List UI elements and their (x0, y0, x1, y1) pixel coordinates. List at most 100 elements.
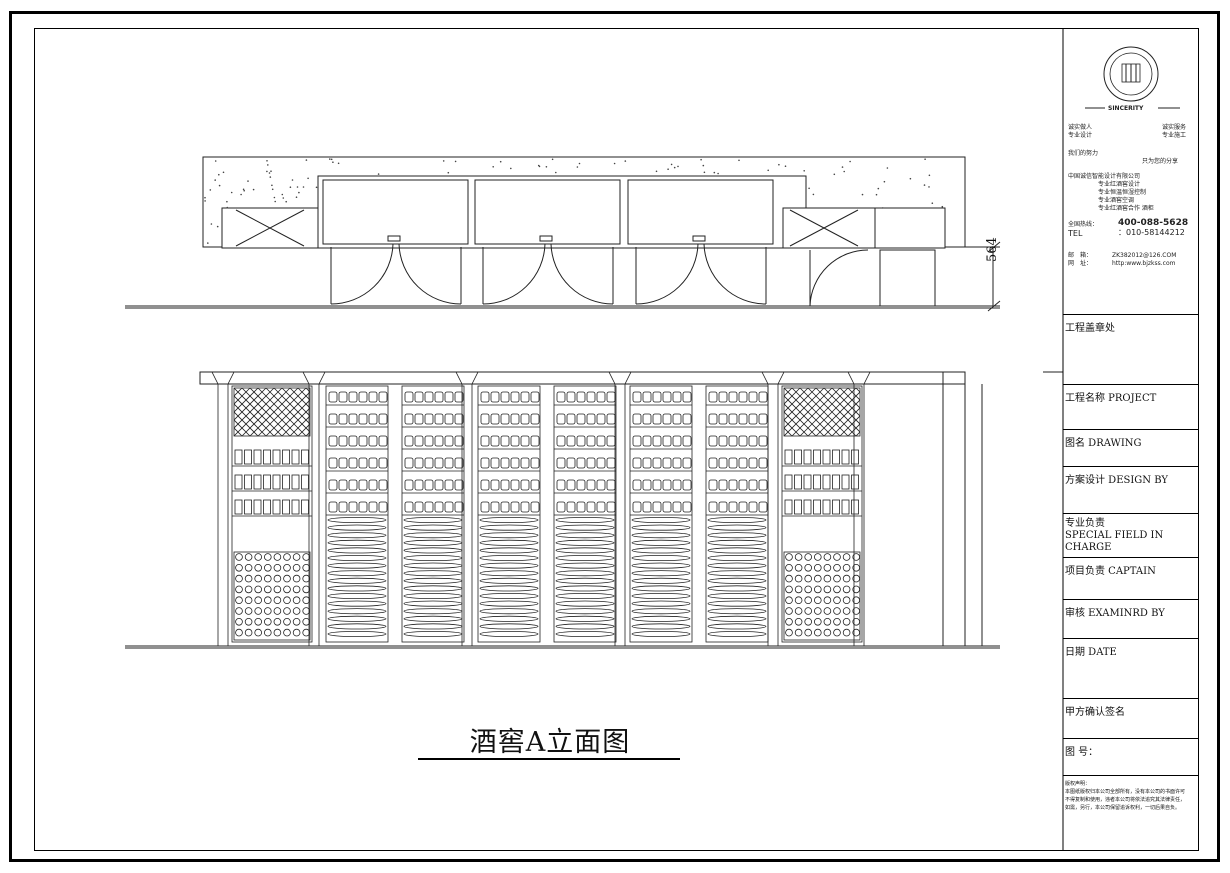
bottle-face (358, 435, 368, 447)
brand-name: SINCERITY (1108, 105, 1144, 112)
side-grid-cell (273, 574, 282, 583)
tel-label: TEL (1068, 229, 1083, 238)
side-grid-cell (813, 596, 822, 604)
door-swing-right-2 (550, 243, 614, 305)
side-grid (233, 551, 311, 641)
hatch-dot (377, 173, 380, 175)
bottle-face (414, 435, 424, 447)
side-grid-cell (235, 596, 243, 604)
side-grid-cell (283, 596, 291, 604)
bottle-face (404, 457, 414, 469)
side-grid-cell (244, 628, 253, 637)
client-sign-label: 甲方确认签名 (1065, 707, 1125, 718)
side-bottle (272, 449, 281, 465)
side-grid-cell (292, 574, 301, 583)
bottle-row (707, 631, 767, 638)
bottle-face (672, 413, 682, 425)
bottle-row (555, 562, 615, 569)
side-grid-cell (813, 628, 822, 637)
side-bottle (253, 474, 262, 490)
side-bottle (253, 499, 262, 515)
drawing-no-label: 图 号： (1065, 747, 1099, 758)
bottle-face (378, 479, 388, 491)
side-grid-cell (292, 563, 301, 572)
bottle-row (555, 623, 615, 630)
hatch-dot (738, 159, 740, 162)
side-grid-cell (292, 628, 301, 637)
bottle-face (490, 457, 500, 469)
bottle-face (708, 435, 718, 447)
bottle-face (556, 435, 566, 447)
bottle-face (728, 479, 738, 491)
bottle-face (652, 457, 662, 469)
pilaster-cap-5 (761, 371, 785, 385)
hatch-dot (861, 193, 864, 196)
tel: ：010-58144212 (1118, 228, 1185, 237)
side-grid-cell (263, 585, 272, 594)
plan-side-box-left (235, 209, 305, 247)
bottle-row (327, 524, 387, 531)
bottle-face (586, 479, 596, 491)
side-grid-cell (794, 553, 803, 561)
design-label: 方案设计 DESIGN BY (1065, 475, 1168, 486)
bottle-face (378, 413, 388, 425)
lattice-line (847, 388, 860, 401)
bottle-rack-column-1 (325, 385, 389, 643)
bottle-face (348, 435, 358, 447)
lattice-line (281, 407, 310, 436)
pilaster-5 (767, 383, 779, 647)
bottle-face (520, 391, 530, 403)
side-bottle (822, 474, 831, 490)
bottle-face (682, 413, 692, 425)
bottle-face (368, 457, 378, 469)
hatch-dot (909, 177, 912, 180)
side-bottle (234, 499, 243, 515)
bottle-face (748, 435, 758, 447)
bottle-face (642, 435, 652, 447)
bottle-face (510, 457, 520, 469)
side-grid-cell (785, 553, 793, 561)
bottle-face (566, 435, 576, 447)
bottle-face (596, 457, 606, 469)
bottle-row (631, 600, 691, 607)
side-grid-cell (804, 585, 812, 594)
bottle-face (556, 501, 566, 513)
bottle-row (631, 577, 691, 584)
bottle-row (631, 532, 691, 539)
hatch-dot (243, 189, 245, 192)
hatch-dot (447, 171, 450, 174)
hatch-dot (273, 196, 276, 199)
bottle-row (707, 570, 767, 577)
rack-frame (477, 385, 541, 643)
bottle-row (631, 562, 691, 569)
drawing-title: 酒窖A立面图 (469, 727, 631, 758)
bottle-row (479, 532, 539, 539)
bottle-face (662, 413, 672, 425)
hatch-dot (269, 176, 272, 178)
bottle-face (576, 479, 586, 491)
bottle-face (556, 391, 566, 403)
bottle-face (480, 391, 490, 403)
bottle-face (708, 413, 718, 425)
side-grid-cell (283, 574, 291, 583)
seal-row: 工程盖章处 (1063, 314, 1198, 394)
bottle-face (632, 479, 642, 491)
bottle-face (556, 479, 566, 491)
bottle-row (555, 631, 615, 638)
bottle-row (707, 539, 767, 546)
hatch-dot (924, 158, 926, 160)
service-4: 专业红酒窖合作 酒柜 (1098, 205, 1154, 212)
bottle-face (434, 457, 444, 469)
hatch-dot (784, 165, 787, 167)
pilaster-cap-1 (211, 371, 235, 385)
hatch-dot (266, 170, 268, 173)
hatch-dot (713, 171, 716, 174)
side-grid-cell (273, 617, 282, 626)
side-bottle (794, 474, 802, 490)
bottle-face (682, 391, 692, 403)
side-grid-cell (244, 596, 253, 604)
rack-frame (553, 385, 617, 643)
hatch-dot (291, 179, 294, 181)
